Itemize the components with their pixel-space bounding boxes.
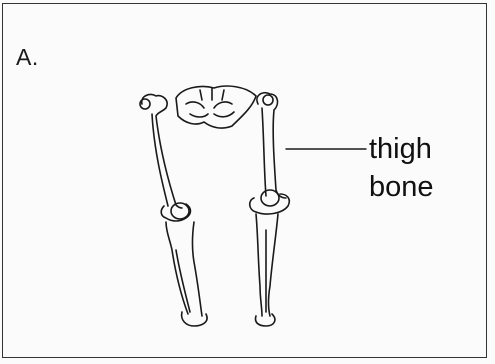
left-femur [140, 94, 191, 221]
callout-line-2: bone [369, 168, 434, 206]
right-shin-bones [255, 214, 278, 326]
left-shin-bones [166, 222, 207, 326]
left-kneecap [171, 203, 189, 219]
right-kneecap [261, 190, 279, 206]
callout-line-1: thigh [369, 130, 434, 168]
right-femur [250, 93, 290, 214]
pelvis [176, 86, 256, 128]
thigh-bone-label: thigh bone [369, 130, 434, 206]
